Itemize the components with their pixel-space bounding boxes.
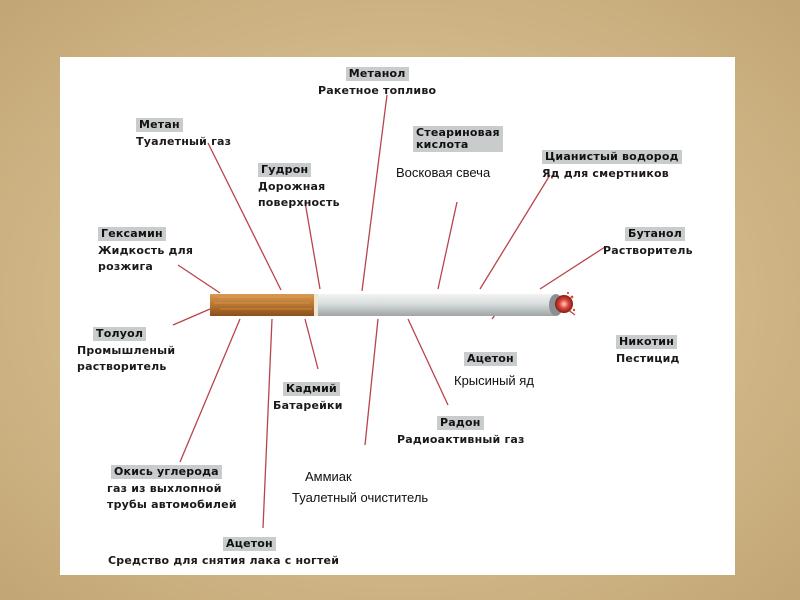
- leader-line-cyanide: [480, 175, 550, 289]
- rat-poison-text: Крысиный яд: [454, 373, 534, 388]
- slide-panel: Метанол Ракетное топливо Метан Туалетный…: [60, 57, 735, 575]
- ammonia-desc-text: Туалетный очиститель: [292, 490, 428, 505]
- ammonia-text: Аммиак: [305, 469, 352, 484]
- candle-text: Восковая свеча: [396, 165, 490, 180]
- leader-line-stearin: [438, 202, 457, 289]
- label-desc: Туалетный газ: [136, 135, 231, 148]
- label-name: Цианистый водород: [542, 150, 682, 164]
- label-desc: Дорожная поверхность: [258, 180, 340, 209]
- label-stearin: Стеариновая кислота: [413, 126, 503, 152]
- leader-line-toluol: [173, 309, 210, 325]
- cigarette-paper: [315, 294, 555, 316]
- label-metan: Метан Туалетный газ: [136, 115, 231, 148]
- label-name: Метанол: [346, 67, 409, 81]
- leader-line-aceton-bottom: [263, 319, 272, 528]
- leader-line-metanol: [362, 95, 387, 291]
- leader-line-ammiak: [365, 319, 378, 445]
- label-desc: Промышленый растворитель: [77, 344, 175, 373]
- label-desc: Радиоактивный газ: [397, 433, 525, 446]
- label-desc: Яд для смертников: [542, 167, 669, 180]
- label-desc: Средство для снятия лака с ногтей: [108, 554, 339, 567]
- label-radon: Радон Радиоактивный газ: [397, 413, 525, 446]
- leader-line-kadmiy: [305, 319, 318, 369]
- label-name: Гудрон: [258, 163, 311, 177]
- cigarette-ember: [555, 295, 573, 313]
- label-metanol: Метанол Ракетное топливо: [318, 64, 436, 97]
- label-geksamin: Гексамин Жидкость для розжига: [98, 224, 193, 273]
- label-name: Никотин: [616, 335, 677, 349]
- label-desc: Жидкость для розжига: [98, 244, 193, 273]
- label-desc: Ракетное топливо: [318, 84, 436, 97]
- label-name: Радон: [437, 416, 484, 430]
- label-nicotine: Никотин Пестицид: [616, 332, 680, 365]
- leader-line-co: [180, 319, 240, 462]
- label-gudron: Гудрон Дорожная поверхность: [258, 160, 340, 209]
- label-name: Ацетон: [223, 537, 276, 551]
- label-desc: Растворитель: [603, 244, 693, 257]
- label-name: Стеариновая кислота: [413, 126, 503, 152]
- label-name: Окись углерода: [111, 465, 222, 479]
- label-toluol: Толуол Промышленый растворитель: [77, 324, 175, 373]
- label-name: Бутанол: [625, 227, 685, 241]
- label-name: Толуол: [93, 327, 146, 341]
- leader-line-butanol: [540, 247, 605, 289]
- leader-line-gudron: [305, 202, 320, 289]
- label-name: Гексамин: [98, 227, 166, 241]
- label-aceton-bottom: Ацетон Средство для снятия лака с ногтей: [108, 534, 339, 567]
- leader-line-radon: [408, 319, 448, 405]
- label-desc: Батарейки: [273, 399, 343, 412]
- label-desc: Пестицид: [616, 352, 680, 365]
- filter-band: [314, 294, 318, 316]
- label-butanol: Бутанол Растворитель: [603, 224, 693, 257]
- cigarette: [210, 292, 575, 316]
- label-cyanide: Цианистый водород Яд для смертников: [542, 147, 682, 180]
- label-desc: газ из выхлопной трубы автомобилей: [107, 482, 237, 511]
- label-name: Кадмий: [283, 382, 340, 396]
- label-name: Метан: [136, 118, 183, 132]
- label-aceton-right: Ацетон: [464, 349, 517, 366]
- label-name: Ацетон: [464, 352, 517, 366]
- label-kadmiy: Кадмий Батарейки: [273, 379, 343, 412]
- label-co: Окись углерода газ из выхлопной трубы ав…: [107, 462, 237, 511]
